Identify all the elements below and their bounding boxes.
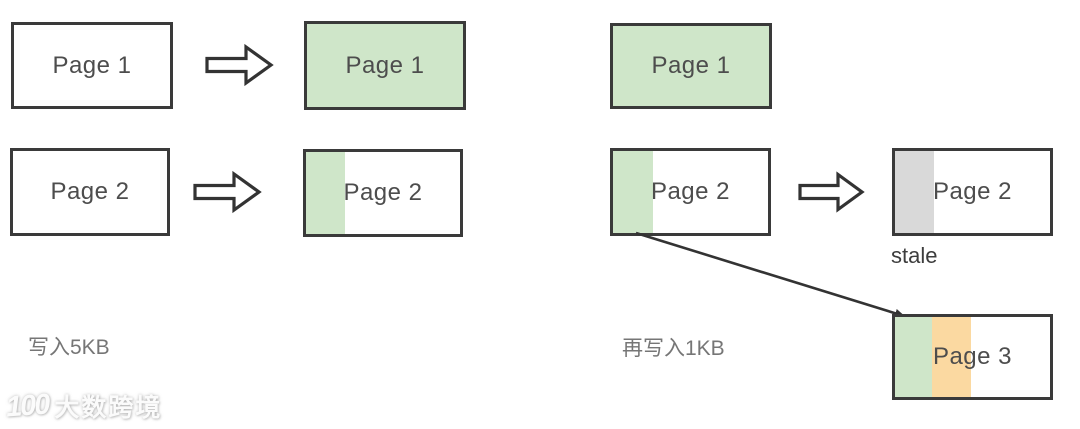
block-arrow-right-icon xyxy=(798,171,865,213)
page2-stale-label: Page 2 xyxy=(932,178,1013,205)
page2-before-label: Page 2 xyxy=(650,178,731,205)
page1-written-label: Page 1 xyxy=(345,51,425,79)
page2-source-box: Page 2 xyxy=(10,148,170,236)
page1-source-label: Page 1 xyxy=(52,51,132,79)
moved-data-strip xyxy=(895,317,933,397)
block-arrow-right-icon xyxy=(205,43,274,87)
watermark-brand-text: 大数跨境 xyxy=(54,394,163,422)
diagonal-arrow-icon xyxy=(635,231,905,318)
page3-label: Page 3 xyxy=(932,343,1013,370)
page1-source-box: Page 1 xyxy=(11,22,173,109)
written-data-strip xyxy=(613,151,654,233)
page3-box: Page 3 xyxy=(892,314,1053,400)
page2-source-label: Page 2 xyxy=(50,178,130,205)
page2-partially-written-box: Page 2 xyxy=(303,149,463,237)
page2-before-box: Page 2 xyxy=(610,148,771,236)
watermark: 100 大数跨境 xyxy=(4,388,163,424)
page2-partially-written-label: Page 2 xyxy=(343,179,423,206)
watermark-logo: 100 xyxy=(4,388,50,423)
write-1kb-caption: 再写入1KB xyxy=(622,337,725,360)
page1-written-box: Page 1 xyxy=(304,21,466,110)
page2-stale-box: Page 2 xyxy=(892,148,1053,236)
stale-tag: stale xyxy=(891,243,938,268)
page1-written-label-right: Page 1 xyxy=(651,52,731,79)
new-write-strip xyxy=(932,317,971,397)
block-arrow-right-icon xyxy=(193,170,262,214)
stale-data-strip xyxy=(895,151,934,233)
written-data-strip xyxy=(306,152,345,234)
page1-written-box-right: Page 1 xyxy=(610,23,772,109)
write-5kb-caption: 写入5KB xyxy=(28,336,110,359)
